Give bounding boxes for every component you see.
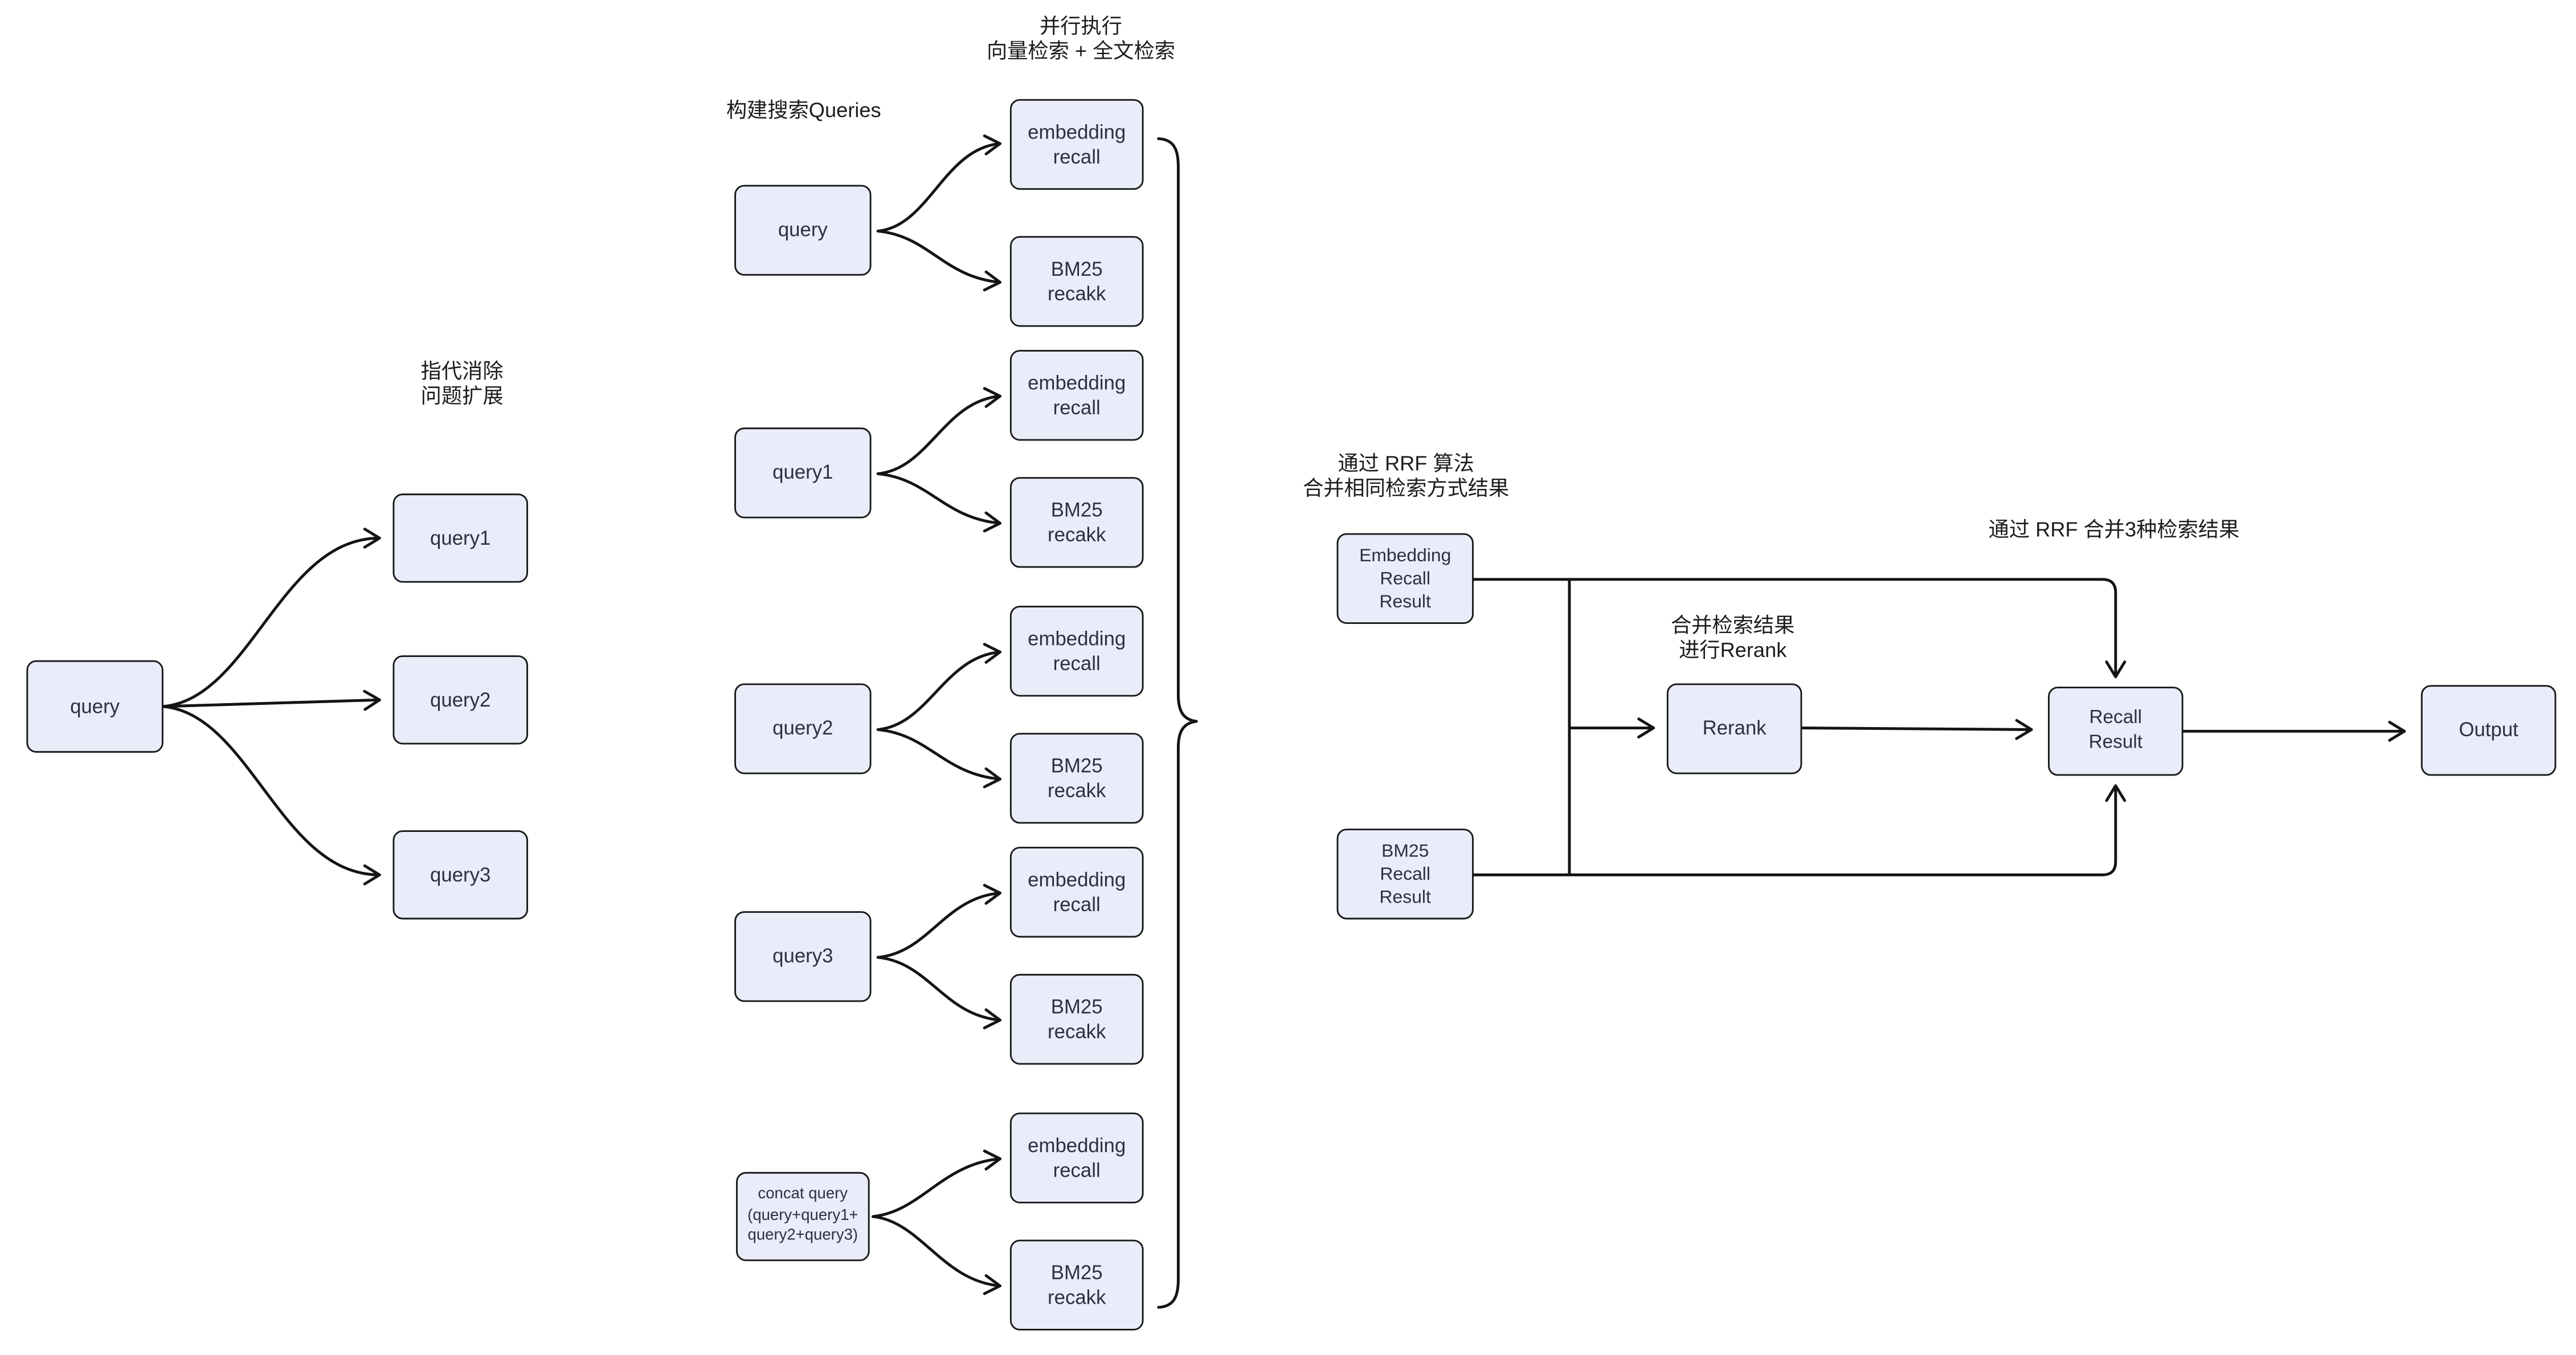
expanded-query2-node[interactable]: query2 [392,655,529,745]
arrow-concat-to-embedding5 [871,1149,1001,1218]
arrow-query-to-query1 [162,528,381,708]
embedding-recall-node-3[interactable]: embedding recall [1009,606,1144,697]
concat-query-node[interactable]: concat query (query+query1+ query2+query… [736,1172,870,1262]
embedding-recall-result-node[interactable]: Embedding Recall Result [1336,533,1474,625]
arrow-bm25-result-to-recall-result [1472,784,2127,876]
expanded-query1-node[interactable]: query1 [392,493,529,583]
arrow-midquery1-to-embedding2 [876,387,1001,475]
search-query1-node[interactable]: query1 [734,427,872,519]
embedding-recall-node-2[interactable]: embedding recall [1009,350,1144,441]
arrow-query-to-query2 [162,689,381,711]
embedding-recall-node-4[interactable]: embedding recall [1009,847,1144,938]
arrow-midquery-to-embedding1 [876,134,1001,233]
label-parallel-exec: 并行执行 向量检索 + 全文检索 [986,15,1175,62]
label-merge-rerank: 合并检索结果 进行Rerank [1671,614,1795,662]
arrow-midquery2-to-bm25-3 [876,728,1001,789]
arrow-midquery2-to-embedding3 [876,643,1001,731]
arrow-midquery3-to-bm25-4 [876,956,1001,1030]
output-node[interactable]: Output [2420,685,2557,776]
label-rrf-merge-three: 通过 RRF 合并3种检索结果 [1988,518,2240,542]
arrow-midquery-to-bm25-1 [876,230,1001,292]
curly-brace [1157,137,1198,1309]
bm25-recall-node-1[interactable]: BM25 recakk [1009,236,1144,327]
rerank-node[interactable]: Rerank [1666,683,1802,774]
arrow-concat-to-bm25-5 [871,1215,1001,1295]
left-query-node[interactable]: query [26,660,163,753]
bm25-recall-node-5[interactable]: BM25 recakk [1009,1239,1144,1330]
label-coref-expand: 指代消除 问题扩展 [420,360,504,407]
label-build-queries: 构建搜索Queries [726,99,881,123]
bm25-recall-node-3[interactable]: BM25 recakk [1009,733,1144,824]
arrow-embedding-result-to-recall-result [1472,578,2127,679]
recall-result-node[interactable]: Recall Result [2048,687,2184,776]
search-query-node[interactable]: query [734,185,872,276]
embedding-recall-node-5[interactable]: embedding recall [1009,1112,1144,1203]
bm25-recall-node-4[interactable]: BM25 recakk [1009,974,1144,1065]
arrow-rerank-to-recall-result [1800,719,2033,740]
bm25-recall-result-node[interactable]: BM25 Recall Result [1336,828,1474,920]
bm25-recall-node-2[interactable]: BM25 recakk [1009,477,1144,568]
arrow-midquery3-to-embedding4 [876,884,1001,959]
arrow-midquery1-to-bm25-2 [876,472,1001,533]
search-query2-node[interactable]: query2 [734,683,872,774]
arrow-query-to-query3 [162,705,381,885]
search-query3-node[interactable]: query3 [734,911,872,1002]
expanded-query3-node[interactable]: query3 [392,830,529,920]
embedding-recall-node-1[interactable]: embedding recall [1009,99,1144,190]
label-rrf-merge-same: 通过 RRF 算法 合并相同检索方式结果 [1303,452,1510,500]
